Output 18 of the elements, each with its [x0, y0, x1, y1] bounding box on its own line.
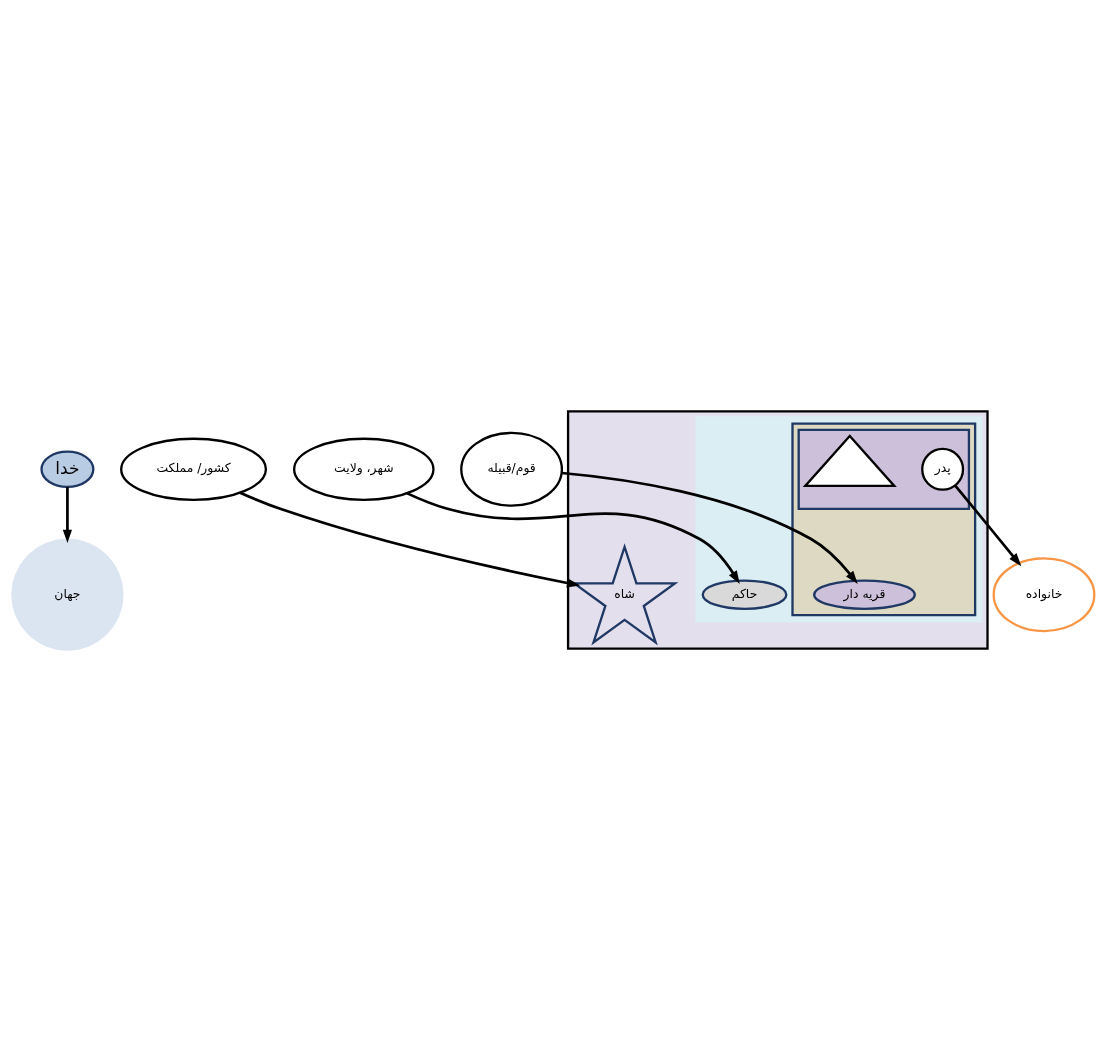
- arrow: [954, 484, 1022, 566]
- node-ellipse: شهر، ولایت: [293, 437, 435, 501]
- node-circle: پدر: [921, 447, 965, 491]
- node-ellipse: قریه دار: [813, 578, 916, 610]
- arrow: [406, 491, 740, 584]
- node-ellipse: حاکم: [701, 578, 788, 610]
- node-triangle: [802, 433, 897, 487]
- arrow: [239, 491, 581, 588]
- node-ellipse: قوم/قبیله: [460, 431, 564, 507]
- node-ellipse: خدا: [40, 450, 95, 488]
- cluster: [695, 415, 983, 622]
- node-circle: جهان: [11, 538, 124, 651]
- node-ellipse: خانواده: [992, 556, 1096, 632]
- node-ellipse: کشور/ مملکت: [120, 437, 268, 501]
- cluster: [791, 422, 977, 616]
- arrow: [62, 486, 73, 543]
- arrow: [561, 471, 858, 584]
- cluster: [797, 428, 971, 510]
